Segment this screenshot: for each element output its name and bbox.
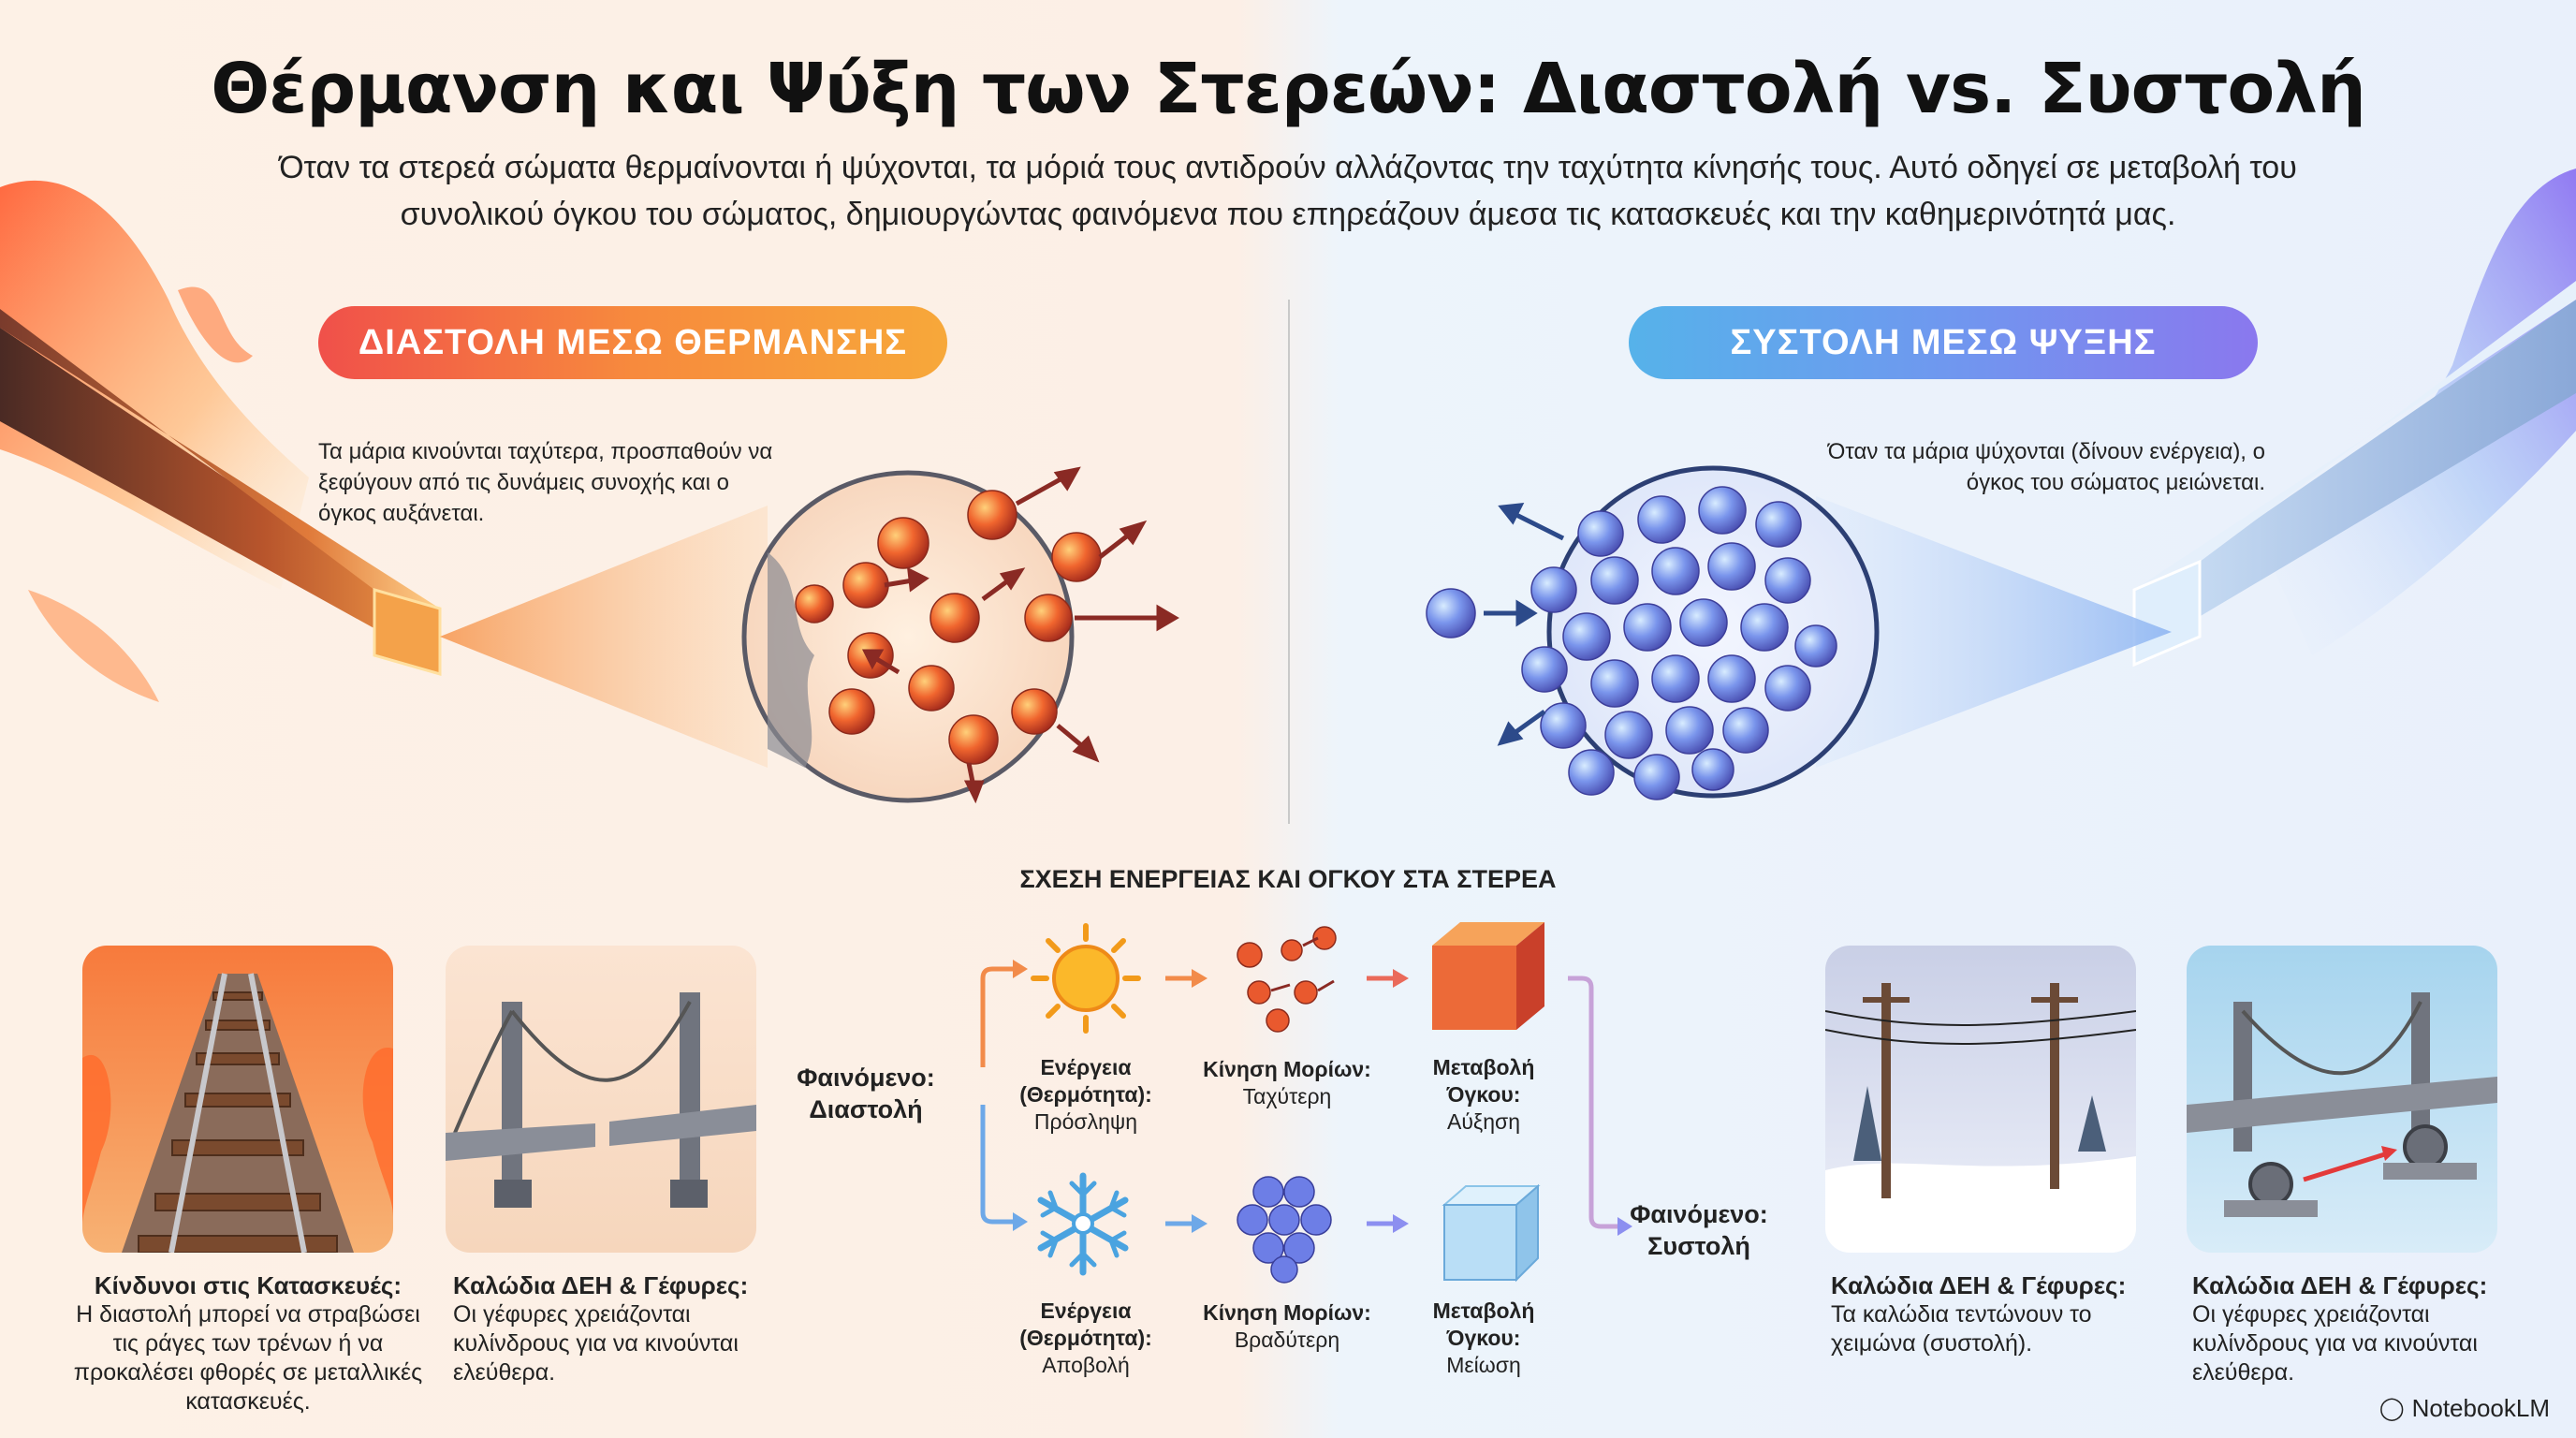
example-caption-bridge-rollers: Καλώδια ΔΕΗ & Γέφυρες: Οι γέφυρες χρειάζ… [2192, 1271, 2529, 1387]
flow-value: Αύξηση [1447, 1109, 1520, 1134]
power-lines-icon [1825, 946, 2136, 1253]
notebooklm-icon: ◯ [2378, 1396, 2405, 1421]
fast-molecules-icon [1226, 917, 1348, 1039]
large-cube-icon [1427, 917, 1549, 1039]
flow-title: Ενέργεια (Θερμότητα): [1019, 1299, 1152, 1350]
brand-name: NotebookLM [2411, 1394, 2550, 1422]
flow-title: Μεταβολή Όγκου: [1432, 1055, 1535, 1107]
molecule-motion-slow-label: Κίνηση Μορίων: Βραδύτερη [1198, 1299, 1376, 1354]
rail-tracks-icon [82, 946, 393, 1253]
energy-gain-label: Ενέργεια (Θερμότητα): Πρόσληψη [1002, 1054, 1170, 1136]
packed-molecules-icon [1226, 1168, 1343, 1285]
flow-value: Μείωση [1446, 1353, 1521, 1377]
volume-decrease-label: Μεταβολή Όγκου: Μείωση [1404, 1298, 1563, 1379]
molecule-motion-fast-label: Κίνηση Μορίων: Ταχύτερη [1198, 1056, 1376, 1110]
example-title: Καλώδια ΔΕΗ & Γέφυρες: [1831, 1271, 2127, 1299]
volume-increase-label: Μεταβολή Όγκου: Αύξηση [1404, 1054, 1563, 1136]
flow-title: Κίνηση Μορίων: [1203, 1300, 1371, 1325]
page-subtitle: Όταν τα στερεά σώματα θερμαίνονται ή ψύχ… [279, 150, 2297, 232]
brand-logo: ◯ NotebookLM [2379, 1394, 2550, 1423]
example-text: Τα καλώδια τεντώνουν το χειμώνα (συστολή… [1831, 1301, 2092, 1357]
example-text: Οι γέφυρες χρειάζονται κυλίνδρους για να… [2192, 1301, 2478, 1386]
flow-value: Βραδύτερη [1234, 1328, 1340, 1352]
example-title: Κίνδυνοι στις Κατασκευές: [94, 1271, 402, 1299]
hot-metal-bar-illustration [0, 140, 487, 730]
example-card-rails [82, 946, 393, 1253]
flow-value: Αποβολή [1042, 1353, 1130, 1377]
example-title: Καλώδια ΔΕΗ & Γέφυρες: [453, 1271, 749, 1299]
example-card-bridge [446, 946, 756, 1253]
relation-heading: ΣΧΕΣΗ ΕΝΕΡΓΕΙΑΣ ΚΑΙ ΟΓΚΟΥ ΣΤΑ ΣΤΕΡΕΑ [1019, 865, 1557, 893]
flow-value: Ταχύτερη [1242, 1084, 1332, 1108]
example-title: Καλώδια ΔΕΗ & Γέφυρες: [2192, 1271, 2488, 1299]
cooling-heading: ΣΥΣΤΟΛΗ ΜΕΣΩ ΨΥΞΗΣ [1629, 306, 2258, 379]
energy-loss-label: Ενέργεια (Θερμότητα): Αποβολή [1002, 1298, 1170, 1379]
relation-flow-connectors [955, 913, 1666, 1400]
expansion-phenomenon: Φαινόμενο: Διαστολή [797, 1064, 935, 1123]
flow-title: Ενέργεια (Θερμότητα): [1019, 1055, 1152, 1107]
example-caption-rails: Κίνδυνοι στις Κατασκευές: Η διαστολή μπο… [66, 1271, 431, 1416]
example-card-power-lines [1825, 946, 2136, 1253]
flow-value: Πρόσληψη [1033, 1109, 1138, 1134]
cooling-note: Όταν τα μάρια ψύχονται (δίνουν ενέργεια)… [1827, 439, 2265, 495]
center-divider [1288, 300, 1290, 824]
small-cube-icon [1440, 1181, 1543, 1284]
snowflake-icon [1030, 1170, 1137, 1278]
example-caption-power-lines: Καλώδια ΔΕΗ & Γέφυρες: Τα καλώδια τεντών… [1831, 1271, 2168, 1358]
example-caption-bridge: Καλώδια ΔΕΗ & Γέφυρες: Οι γέφυρες χρειάζ… [453, 1271, 790, 1387]
contraction-phenomenon: Φαινόμενο: Συστολή [1630, 1200, 1768, 1260]
heating-molecules-magnifier [412, 440, 1208, 824]
example-text: Οι γέφυρες χρειάζονται κυλίνδρους για να… [453, 1301, 739, 1386]
page-title: Θέρμανση και Ψύξη των Στερεών: Διαστολή … [211, 49, 2366, 129]
bridge-icon [446, 946, 756, 1253]
sun-icon [1030, 922, 1142, 1034]
heating-heading: ΔΙΑΣΤΟΛΗ ΜΕΣΩ ΘΕΡΜΑΝΣΗΣ [318, 306, 947, 379]
flow-title: Κίνηση Μορίων: [1203, 1057, 1371, 1081]
example-text: Η διαστολή μπορεί να στραβώσει τις ράγες… [73, 1301, 423, 1415]
flow-title: Μεταβολή Όγκου: [1432, 1299, 1535, 1350]
heating-note: Τα μάρια κινούνται ταχύτερα, προσπαθούν … [318, 439, 773, 526]
cooling-molecules-magnifier [1404, 431, 2200, 824]
example-card-bridge-rollers [2187, 946, 2497, 1253]
bridge-rollers-icon [2187, 946, 2497, 1253]
